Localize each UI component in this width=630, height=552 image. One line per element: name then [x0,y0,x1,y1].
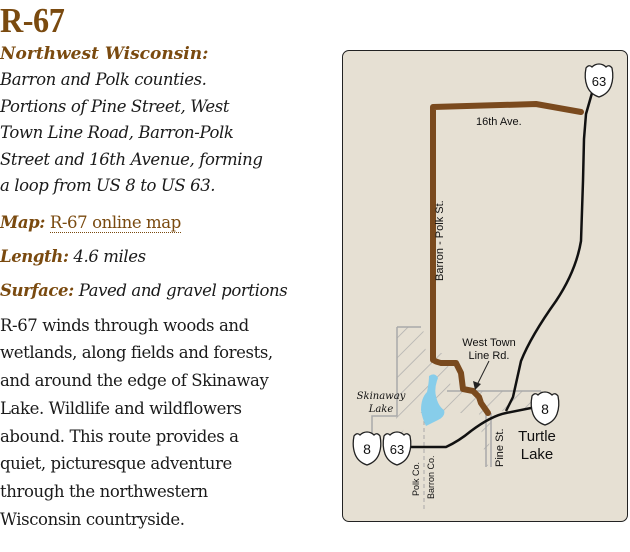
surface-value: Paved and gravel portions [78,280,288,300]
map-row: Map: R-67 online map [0,206,335,240]
length-value: 4.6 miles [73,246,146,266]
intro-line: Town Line Road, Barron-Polk [0,123,234,142]
us63-shield-west: 63 [382,431,412,466]
label-skinaway: Skinaway [357,391,406,402]
r67-route [430,101,584,416]
description-line: Lake. Wildlife and wildflowers [0,398,242,418]
route-info: R-67 Northwest Wisconsin: Barron and Pol… [0,1,335,534]
svg-text:8: 8 [363,441,371,457]
route-title: R-67 [0,1,65,40]
svg-text:8: 8 [541,401,549,417]
map-label: Map: [0,212,45,232]
route-intro: Barron and Polk counties. Portions of Pi… [0,67,335,200]
online-map-link[interactable]: R-67 online map [49,212,181,233]
us8-shield-west: 8 [352,431,382,466]
svg-text:63: 63 [390,442,404,457]
label-skinaway-lake: Lake [368,404,394,415]
intro-line: Portions of Pine Street, West [0,96,230,116]
skinaway-lake [421,374,445,426]
description-line: and around the edge of Skinaway [0,371,269,391]
surface-row: Surface: Paved and gravel portions [0,274,335,308]
intro-line: a loop from US 8 to US 63. [0,176,216,195]
label-16th-ave: 16th Ave. [476,116,522,128]
us63-road [504,92,594,412]
label-line-rd: Line Rd. [469,350,510,362]
route-meta: Map: R-67 online map Length: 4.6 miles S… [0,206,335,308]
length-label: Length: [0,246,69,266]
description-line: quiet, picturesque adventure [0,454,232,474]
label-turtle: Turtle [518,428,556,445]
description-line: Wisconsin countryside. [0,510,185,530]
intro-line: Street and 16th Avenue, forming [0,149,263,169]
us8-shield-east: 8 [530,391,560,426]
length-row: Length: 4.6 miles [0,240,335,274]
label-pine-st: Pine St. [494,428,506,467]
us8-road [411,404,542,449]
label-barron-co: Barron Co. [426,455,436,499]
label-turtle-lake: Lake [521,446,554,463]
us63-shield-north: 63 [584,63,614,98]
intro-line: Barron and Polk counties. [0,70,207,89]
description-line: R-67 winds through woods and [0,315,249,335]
route-description: R-67 winds through woods and wetlands, a… [0,312,335,534]
region-heading: Northwest Wisconsin: [0,44,209,64]
label-polk-co: Polk Co. [411,462,421,496]
label-barron-polk-st: Barron - Polk St. [434,200,446,281]
label-west-town: West Town [462,337,515,349]
svg-text:63: 63 [592,74,606,89]
hatched-area [371,326,546,511]
description-line: abound. This route provides a [0,426,239,446]
route-map: 63 8 8 63 16th Ave. Barron - Polk St. We… [342,50,628,522]
surface-label: Surface: [0,280,74,300]
description-line: wetlands, along fields and forests, [0,343,273,363]
description-line: through the northwestern [0,482,208,502]
